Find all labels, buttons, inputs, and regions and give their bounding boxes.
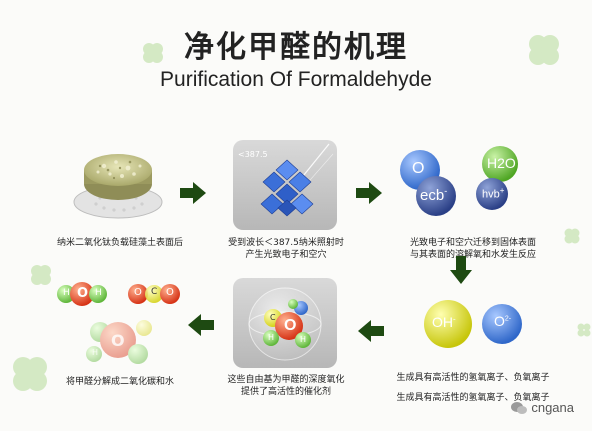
radicals-bubbles-illustration bbox=[424, 300, 522, 348]
step2-caption-line2: 产生光致电子和空穴 bbox=[245, 250, 327, 260]
bubble-ecb-label: ecb- bbox=[420, 186, 447, 204]
bubble-hvb-label: hvb+ bbox=[482, 186, 504, 201]
mol-c-right: C bbox=[151, 287, 158, 297]
step3-caption: 光致电子和空穴迁移到固体表面 与其表面的溶解氧和水发生反应 bbox=[383, 237, 563, 261]
mol-o-center: O bbox=[111, 331, 125, 350]
clover-decoration-top-right bbox=[529, 35, 559, 65]
o2-superscript: 2- bbox=[504, 315, 512, 323]
wavelength-label: <387.5 bbox=[238, 150, 268, 159]
clover-decoration-top-left bbox=[143, 43, 163, 63]
clover-decoration-right bbox=[564, 228, 580, 244]
o2-text: O bbox=[494, 313, 505, 329]
watermark-text: cngana bbox=[531, 400, 574, 415]
clover-decoration-left-mid bbox=[31, 265, 51, 285]
center-atom-o-label: O bbox=[284, 317, 297, 334]
arrow-left-2 bbox=[188, 314, 214, 336]
watermark: cngana bbox=[511, 400, 574, 415]
atom-h-label-left: H bbox=[268, 333, 275, 342]
atom-c-label: C bbox=[270, 313, 276, 322]
step3-caption-line1: 光致电子和空穴迁移到固体表面 bbox=[409, 238, 536, 248]
bubble-oh-label: OH- bbox=[432, 314, 456, 330]
mol-h-left2: H bbox=[95, 288, 102, 298]
reaction-bubbles-illustration bbox=[400, 146, 518, 216]
step5-caption: 这些自由基为甲醛的深度氧化 提供了高活性的催化剂 bbox=[206, 374, 366, 398]
oh-text: OH bbox=[432, 314, 453, 330]
step4-caption: 生成具有高活性的氢氧离子、负氧离子 生成具有高活性的氢氧离子、负氧离子 bbox=[378, 372, 568, 404]
clover-decoration-right-low bbox=[577, 323, 591, 337]
bubble-o2-label: O2- bbox=[494, 313, 511, 329]
formaldehyde-oxidation-illustration bbox=[248, 287, 322, 361]
arrow-down bbox=[450, 256, 472, 284]
title-chinese: 净化甲醛的机理 bbox=[184, 30, 408, 65]
step4-caption-line2: 生成具有高活性的氢氧离子、负氧离子 bbox=[396, 393, 550, 403]
mol-o-right1: O bbox=[134, 287, 142, 298]
ecb-superscript: - bbox=[444, 186, 448, 196]
step2-caption-line1: 受到波长＜387.5纳米照射时 bbox=[228, 238, 344, 248]
step4-caption-line1: 生成具有高活性的氢氧离子、负氧离子 bbox=[396, 373, 550, 383]
mol-h-left: H bbox=[63, 288, 70, 298]
mol-h-bottom: H bbox=[92, 348, 99, 357]
bubble-o-label: O bbox=[412, 160, 425, 177]
diatomite-disc-illustration bbox=[73, 154, 163, 219]
step5-caption-line2: 提供了高活性的催化剂 bbox=[240, 387, 331, 397]
title-english: Purification Of Formaldehyde bbox=[160, 68, 432, 91]
mol-o-right2: O bbox=[166, 287, 174, 298]
oh-superscript: - bbox=[453, 314, 456, 324]
step6-caption: 将甲醛分解成二氧化碳和水 bbox=[65, 377, 174, 387]
step1-caption: 纳米二氧化钛负载硅藻土表面后 bbox=[56, 238, 183, 248]
atom-h-label-right: H bbox=[300, 335, 307, 344]
mol-o-left: O bbox=[77, 286, 89, 301]
step5-caption-line1: 这些自由基为甲醛的深度氧化 bbox=[227, 375, 345, 385]
arrow-left-1 bbox=[358, 320, 384, 342]
arrow-right-1 bbox=[180, 182, 206, 204]
tio2-crystal-illustration bbox=[260, 159, 314, 217]
hvb-superscript: + bbox=[499, 186, 505, 195]
arrow-right-2 bbox=[356, 182, 382, 204]
wechat-icon bbox=[511, 401, 528, 414]
ecb-text: ecb bbox=[420, 187, 445, 204]
hvb-text: hvb bbox=[482, 188, 500, 201]
clover-decoration-bottom-left bbox=[13, 357, 47, 391]
step3-caption-line2: 与其表面的溶解氧和水发生反应 bbox=[409, 250, 536, 260]
step2-caption: 受到波长＜387.5纳米照射时 产生光致电子和空穴 bbox=[206, 237, 366, 261]
bubble-h2o-label: H2O bbox=[487, 155, 516, 171]
products-molecules-illustration bbox=[57, 282, 180, 364]
